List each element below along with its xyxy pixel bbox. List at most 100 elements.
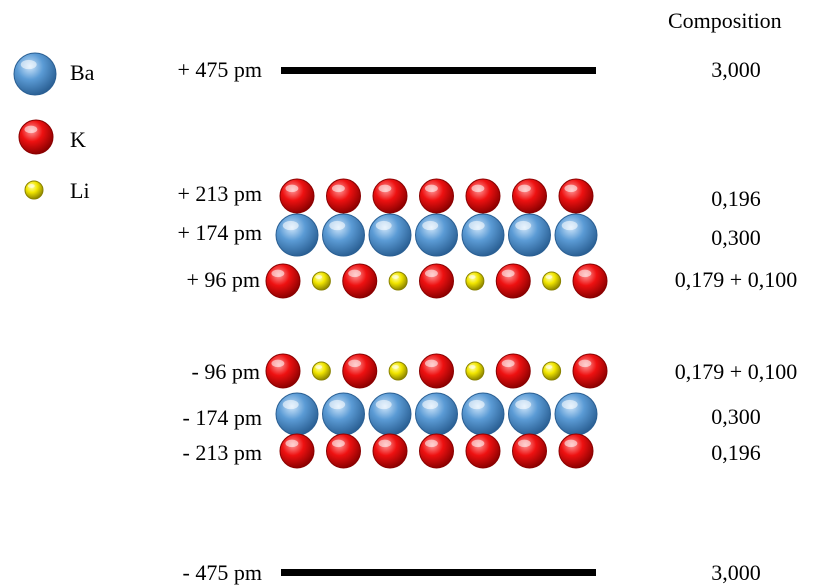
layer-3-atom-k-0 [265, 263, 301, 299]
layer-2-atom-ba-0 [275, 213, 319, 257]
layer-2-atom-ba-3-highlight [422, 220, 439, 231]
composition-minus-96: 0,179 + 0,100 [674, 359, 798, 384]
legend-ba-atom-icon [13, 52, 57, 96]
layer-4-atom-k-4-highlight [424, 359, 438, 368]
layer-1-atom-k-0-highlight [285, 184, 299, 193]
layer-label-plus-174: + 174 pm [177, 220, 262, 245]
layer-3-atom-li-7 [542, 271, 562, 291]
layer-6-atom-k-2-highlight [378, 439, 392, 448]
layer-4-atom-li-5 [465, 361, 485, 381]
layer-4-atom-li-1-highlight [315, 364, 323, 369]
layer-2-atom-ba-5-highlight [515, 220, 532, 231]
layer-4-atom-k-6 [495, 353, 531, 389]
layer-5-atom-ba-4-highlight [468, 399, 485, 410]
layer-1-atom-k-1 [326, 178, 361, 214]
layer-2-atom-ba-3 [415, 213, 458, 257]
layer-6-atom-k-1 [326, 433, 361, 469]
layer-4-atom-li-5-highlight [468, 364, 476, 369]
layer-4-atom-k-2 [342, 353, 378, 389]
layer-1-atom-k-1-highlight [331, 184, 345, 193]
layer-1-atom-k-4 [465, 178, 501, 214]
layer-5-atom-ba-3 [415, 392, 458, 436]
layer-3-atom-k-8-highlight [578, 269, 592, 278]
layer-1-atom-k-5 [512, 178, 547, 214]
layer-5-atom-ba-1-highlight [329, 399, 346, 410]
composition-minus-213: 0,196 [711, 440, 761, 465]
layer-4-atom-k-8-highlight [578, 359, 592, 368]
layer-label-plus-475: + 475 pm [177, 57, 262, 82]
layer-4-atom-li-1 [311, 361, 331, 381]
layer-4-atom-k-8 [572, 353, 608, 389]
layer-3-atom-k-4-highlight [424, 269, 438, 278]
layer-4-atom-li-7-highlight [545, 364, 553, 369]
layer-6-atom-k-0-highlight [285, 439, 299, 448]
layer-4-atom-k-6-highlight [501, 359, 515, 368]
layer-2-atom-ba-5 [508, 213, 551, 257]
layer-4-atom-li-7 [542, 361, 562, 381]
layer-5-atom-ba-0-highlight [282, 399, 299, 410]
layer-1-atom-k-6 [558, 178, 594, 214]
layer-1-atom-k-2-highlight [378, 184, 392, 193]
layer-5-atom-ba-0 [275, 392, 319, 436]
layer-label-minus-96: - 96 pm [191, 359, 260, 384]
layer-label-minus-174: - 174 pm [182, 405, 262, 430]
composition-minus-174: 0,300 [711, 404, 761, 429]
layer-4-atom-k-0-highlight [271, 359, 285, 368]
layer-3-atom-k-2 [342, 263, 378, 299]
composition-minus-475: 3,000 [711, 560, 761, 585]
layer-label-minus-475: - 475 pm [182, 560, 262, 585]
layer-6-atom-k-6 [558, 433, 594, 469]
layer-6-atom-k-6-highlight [564, 439, 578, 448]
layer-3-atom-li-7-highlight [545, 274, 553, 279]
layer-2-atom-ba-4 [461, 213, 505, 257]
layer-1-atom-k-3-highlight [424, 184, 438, 193]
layer-5-atom-ba-4 [461, 392, 505, 436]
layer-1-atom-k-3 [419, 178, 454, 214]
layer-4-atom-li-3-highlight [392, 364, 399, 369]
layer-label-plus-96: + 96 pm [186, 267, 260, 292]
layer-3-atom-k-2-highlight [348, 269, 362, 278]
layer-3-atom-li-5 [465, 271, 485, 291]
layer-5-atom-ba-6-highlight [561, 399, 578, 410]
layer-2-atom-ba-6 [554, 213, 598, 257]
layer-4-atom-k-4 [419, 353, 454, 389]
legend-label-k: K [70, 127, 86, 152]
legend-li-atom-icon [24, 180, 44, 200]
layer-2-atom-ba-6-highlight [561, 220, 578, 231]
layer-1-atom-k-4-highlight [471, 184, 485, 193]
layer-5-atom-ba-2 [368, 392, 412, 436]
composition-plus-475: 3,000 [711, 57, 761, 82]
legend-ba-atom-icon-highlight [20, 59, 37, 70]
layer-6-atom-k-1-highlight [331, 439, 345, 448]
layer-5-atom-ba-5-highlight [515, 399, 532, 410]
layer-1-atom-k-2 [372, 178, 408, 214]
layer-6-atom-k-4 [465, 433, 501, 469]
layer-2-atom-ba-4-highlight [468, 220, 485, 231]
layer-3-atom-li-3 [388, 271, 408, 291]
layer-3-atom-li-1-highlight [315, 274, 323, 279]
legend-k-atom-icon-highlight [24, 125, 38, 134]
composition-plus-213: 0,196 [711, 186, 761, 211]
legend-label-li: Li [70, 178, 90, 203]
layer-3-atom-li-1 [311, 271, 331, 291]
layer-3-atom-k-0-highlight [271, 269, 285, 278]
layer-2-atom-ba-1 [322, 213, 365, 257]
legend-li-atom-icon-highlight [27, 183, 35, 188]
layer-6-atom-k-3 [419, 433, 454, 469]
layer-label-plus-213: + 213 pm [177, 181, 262, 206]
legend-k-atom-icon [18, 119, 54, 155]
layer-5-atom-ba-1 [322, 392, 365, 436]
layer-6-atom-k-3-highlight [424, 439, 438, 448]
layer-3-atom-k-4 [419, 263, 454, 299]
layer-5-atom-ba-2-highlight [375, 399, 392, 410]
boundary-bar-bottom [281, 569, 596, 576]
composition-plus-96: 0,179 + 0,100 [674, 267, 798, 292]
boundary-bar-top [281, 67, 596, 74]
layer-2-atom-ba-2 [368, 213, 412, 257]
composition-title: Composition [668, 8, 782, 33]
layer-3-atom-k-6 [495, 263, 531, 299]
layer-1-atom-k-5-highlight [517, 184, 531, 193]
layer-6-atom-k-5-highlight [517, 439, 531, 448]
layer-2-atom-ba-0-highlight [282, 220, 299, 231]
layer-4-atom-k-0 [265, 353, 301, 389]
